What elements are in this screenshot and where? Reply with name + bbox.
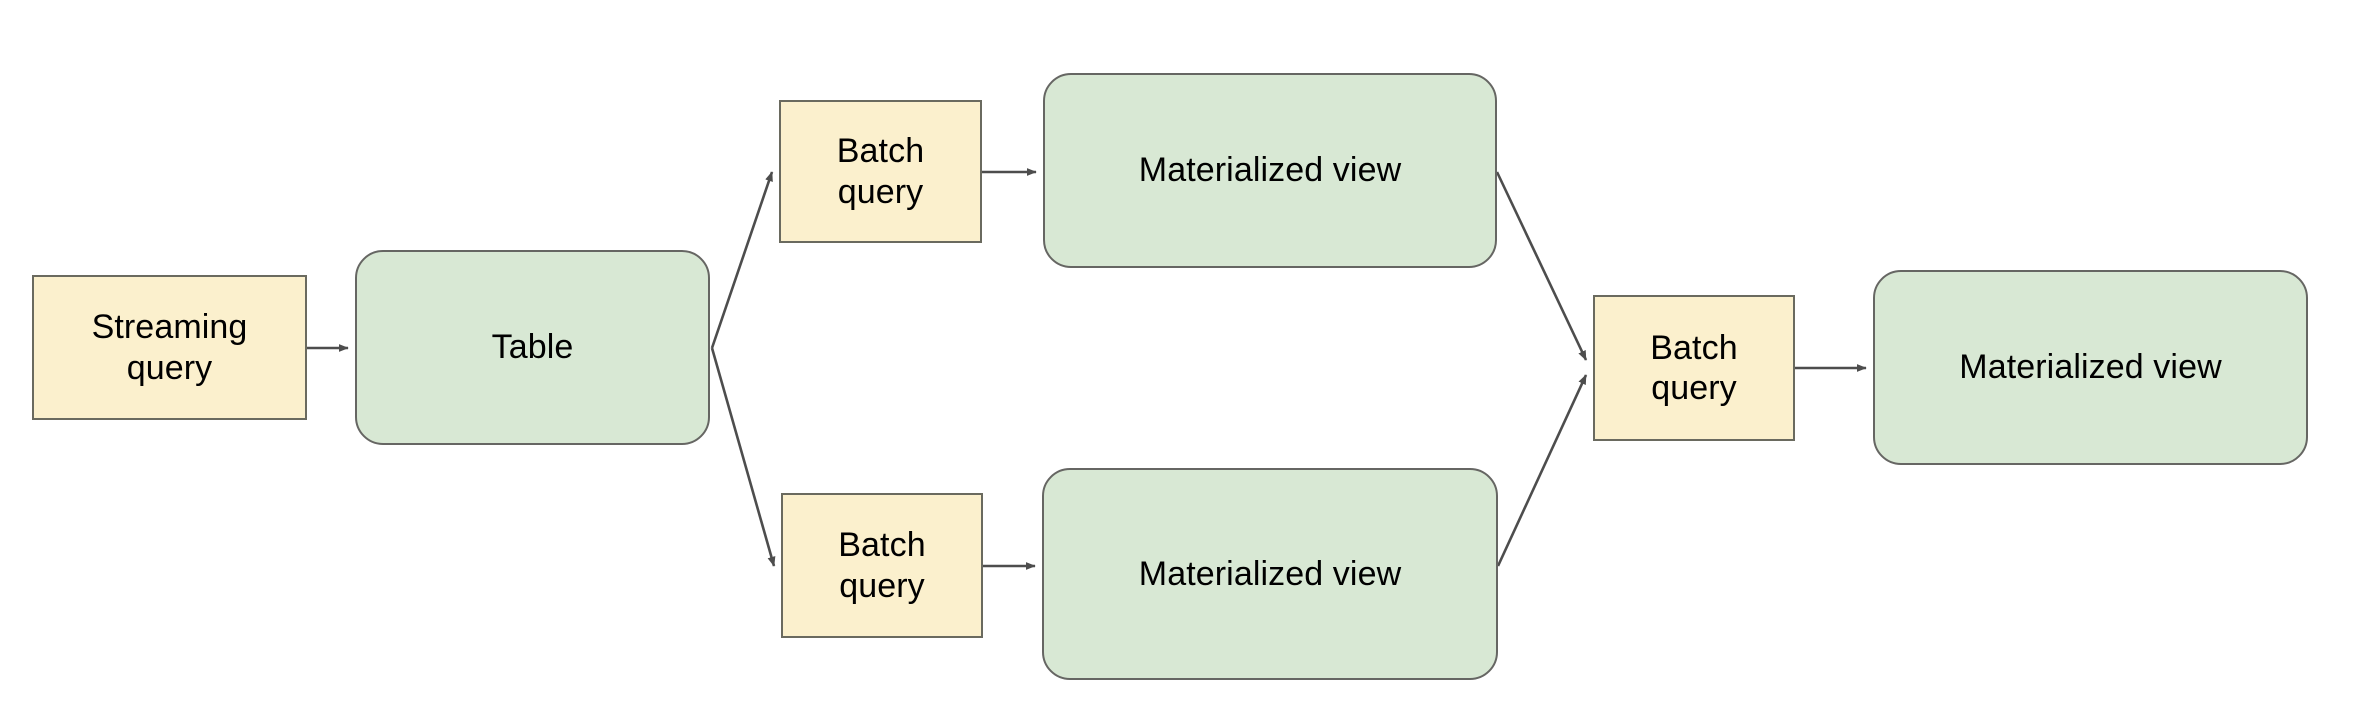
node-label-materialized-view-top: Materialized view bbox=[1138, 151, 1402, 190]
edge-materialized-view-bottom-to-batch-query-right bbox=[1496, 374, 1588, 567]
node-table[interactable]: Table bbox=[355, 250, 710, 445]
node-batch-query-bottom[interactable]: Batch query bbox=[781, 493, 983, 638]
node-label-batch-query-right: Batch query bbox=[1650, 328, 1738, 407]
node-materialized-view-bottom[interactable]: Materialized view bbox=[1042, 468, 1498, 680]
node-label-batch-query-top: Batch query bbox=[836, 132, 925, 211]
node-materialized-view-right[interactable]: Materialized view bbox=[1873, 270, 2308, 465]
edge-table-to-batch-query-bottom bbox=[710, 347, 776, 567]
node-batch-query-top[interactable]: Batch query bbox=[779, 100, 982, 243]
node-label-batch-query-bottom: Batch query bbox=[838, 526, 926, 605]
edge-table-to-batch-query-top bbox=[710, 171, 774, 349]
node-materialized-view-top[interactable]: Materialized view bbox=[1043, 73, 1497, 268]
node-streaming-query[interactable]: Streaming query bbox=[32, 275, 307, 420]
node-label-streaming-query: Streaming query bbox=[91, 308, 248, 387]
node-label-materialized-view-right: Materialized view bbox=[1959, 348, 2222, 387]
node-batch-query-right[interactable]: Batch query bbox=[1593, 295, 1795, 441]
node-label-table: Table bbox=[491, 328, 574, 367]
node-label-materialized-view-bottom: Materialized view bbox=[1138, 554, 1402, 593]
edge-materialized-view-top-to-batch-query-right bbox=[1495, 171, 1588, 361]
